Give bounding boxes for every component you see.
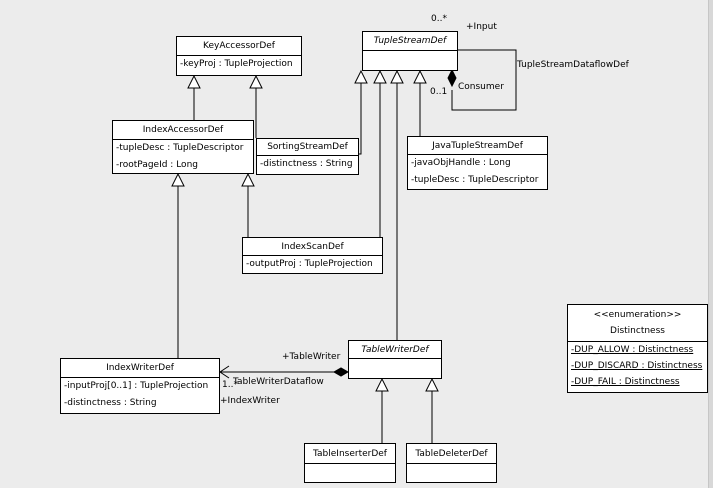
class-attribute: -distinctness : String bbox=[260, 159, 353, 169]
input-role: +Input bbox=[466, 22, 497, 32]
consumer-multiplicity: 0..1 bbox=[430, 87, 448, 97]
class-index-accessor-def[interactable]: IndexAccessorDef -tupleDesc : TupleDescr… bbox=[112, 120, 254, 174]
class-name: TableDeleterDef bbox=[407, 444, 496, 464]
class-attribute: -tupleDesc : TupleDescriptor bbox=[116, 143, 244, 153]
enum-stereotype: <<enumeration>> bbox=[593, 310, 682, 320]
vertical-scrollbar[interactable] bbox=[708, 0, 713, 488]
class-java-tuple-stream-def[interactable]: JavaTupleStreamDef -javaObjHandle : Long… bbox=[407, 136, 548, 190]
table-writer-dataflow-name: TableWriterDataflow bbox=[233, 377, 324, 387]
class-attribute: -tupleDesc : TupleDescriptor bbox=[411, 175, 539, 185]
enum-literal: -DUP_ALLOW : Distinctness bbox=[571, 345, 694, 355]
class-key-accessor-def[interactable]: KeyAccessorDef -keyProj : TupleProjectio… bbox=[176, 36, 302, 76]
class-name: IndexScanDef bbox=[243, 238, 382, 256]
class-sorting-stream-def[interactable]: SortingStreamDef -distinctness : String bbox=[256, 138, 359, 175]
enum-literal: -DUP_DISCARD : Distinctness bbox=[571, 361, 703, 371]
class-attribute: -keyProj : TupleProjection bbox=[180, 59, 293, 69]
index-writer-multiplicity: 1..* bbox=[222, 380, 238, 390]
class-attribute: -inputProj[0..1] : TupleProjection bbox=[64, 381, 209, 391]
enum-name: Distinctness bbox=[610, 326, 665, 336]
class-table-inserter-def[interactable]: TableInserterDef bbox=[304, 443, 396, 483]
class-name: KeyAccessorDef bbox=[177, 37, 301, 56]
enum-literal: -DUP_FAIL : Distinctness bbox=[571, 377, 680, 387]
class-tuple-stream-def[interactable]: TupleStreamDef bbox=[362, 31, 458, 71]
class-name: SortingStreamDef bbox=[257, 139, 358, 156]
consumer-role: Consumer bbox=[458, 82, 504, 92]
class-attribute: -javaObjHandle : Long bbox=[411, 158, 511, 168]
class-attribute: -rootPageId : Long bbox=[116, 160, 198, 170]
class-table-deleter-def[interactable]: TableDeleterDef bbox=[406, 443, 497, 483]
class-name: TableWriterDef bbox=[349, 341, 441, 359]
class-name: TableInserterDef bbox=[305, 444, 395, 464]
index-writer-role: +IndexWriter bbox=[220, 396, 280, 406]
class-attribute: -distinctness : String bbox=[64, 398, 157, 408]
class-table-writer-def[interactable]: TableWriterDef bbox=[348, 340, 442, 379]
table-writer-role: +TableWriter bbox=[282, 352, 341, 362]
class-name: JavaTupleStreamDef bbox=[408, 137, 547, 155]
class-name: IndexAccessorDef bbox=[113, 121, 253, 140]
class-attribute: -outputProj : TupleProjection bbox=[246, 259, 373, 269]
input-multiplicity: 0..* bbox=[431, 14, 447, 24]
enumeration-distinctness[interactable]: <<enumeration>> Distinctness -DUP_ALLOW … bbox=[567, 304, 708, 393]
class-name: IndexWriterDef bbox=[61, 359, 219, 378]
dataflow-association-name: TupleStreamDataflowDef bbox=[517, 60, 629, 70]
class-index-writer-def[interactable]: IndexWriterDef -inputProj[0..1] : TupleP… bbox=[60, 358, 220, 414]
gen-sortingstream-tuplestream bbox=[359, 83, 362, 155]
class-name: TupleStreamDef bbox=[363, 32, 457, 51]
class-index-scan-def[interactable]: IndexScanDef -outputProj : TupleProjecti… bbox=[242, 237, 383, 274]
assoc-tuplestream-dataflow bbox=[451, 49, 517, 111]
